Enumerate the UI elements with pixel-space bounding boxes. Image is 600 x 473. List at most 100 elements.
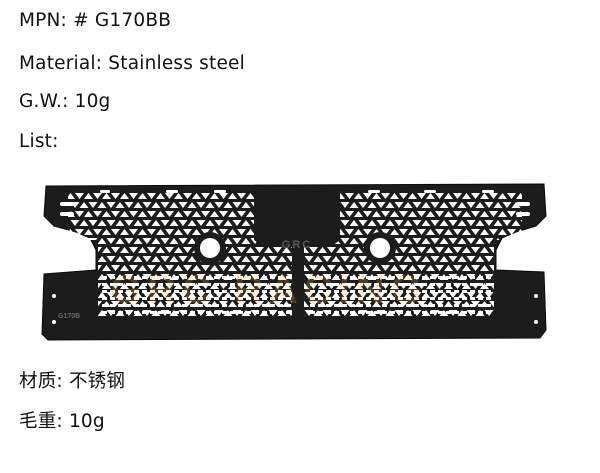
- mesh-cell: [183, 211, 192, 217]
- mesh-cell: [421, 202, 431, 208]
- mesh-cell: [417, 193, 426, 199]
- mesh-cell: [403, 292, 413, 298]
- mesh-cell: [354, 229, 363, 235]
- mesh-cell: [241, 202, 251, 208]
- mesh-cell: [264, 247, 273, 253]
- mesh-cell: [133, 292, 143, 298]
- mesh-cell: [133, 202, 143, 208]
- slot: [142, 304, 147, 307]
- mesh-cell: [151, 292, 161, 298]
- mesh-cell: [223, 220, 233, 226]
- mesh-cell: [205, 202, 215, 208]
- screw-holes: [52, 294, 538, 324]
- mesh-cell: [399, 265, 408, 271]
- slot: [110, 297, 115, 300]
- mesh-cell: [304, 274, 314, 280]
- slot: [182, 290, 187, 293]
- mesh-cell: [453, 265, 462, 271]
- slot: [254, 297, 259, 300]
- mesh-cell: [174, 229, 183, 235]
- mesh-cell: [115, 238, 125, 244]
- side-mount-slots: [60, 190, 530, 216]
- slot: [222, 297, 227, 300]
- mesh-cell: [156, 247, 165, 253]
- mesh-cell: [448, 202, 458, 208]
- mesh-cell: [111, 193, 120, 199]
- mesh-cell: [516, 193, 522, 199]
- mesh-cell: [192, 265, 201, 271]
- slot: [334, 283, 339, 286]
- mesh-cell: [520, 256, 522, 262]
- mesh-cell: [480, 229, 489, 235]
- mesh-cell: [219, 211, 228, 217]
- slot: [366, 283, 371, 286]
- slot: [446, 311, 451, 314]
- mesh-cell: [498, 229, 507, 235]
- mesh-cell: [106, 202, 116, 208]
- slot: [438, 290, 443, 293]
- mesh-cell: [421, 220, 431, 226]
- slot: [166, 304, 171, 307]
- slot: [230, 297, 235, 300]
- mesh-cell: [408, 265, 417, 271]
- mesh-cell: [124, 220, 134, 226]
- mesh-cell: [462, 265, 471, 271]
- slot: [142, 283, 147, 286]
- mesh-cell: [511, 238, 521, 244]
- mesh-cell: [124, 202, 134, 208]
- slot: [478, 304, 483, 307]
- mesh-cell: [268, 292, 278, 298]
- slot: [398, 283, 403, 286]
- slot: [270, 276, 275, 279]
- mesh-cell: [160, 202, 170, 208]
- mesh-cell: [97, 202, 107, 208]
- mesh-cell: [237, 247, 246, 253]
- mesh-cell: [417, 265, 426, 271]
- mesh-cell: [138, 265, 147, 271]
- mesh-cell: [241, 292, 251, 298]
- slot: [334, 276, 339, 279]
- mesh-cell: [169, 256, 179, 262]
- mesh-cell: [138, 247, 147, 253]
- mesh-cell: [340, 220, 350, 226]
- center-divider: [292, 240, 304, 318]
- mesh-cell: [223, 292, 233, 298]
- mesh-cell: [475, 220, 485, 226]
- mesh-cell: [453, 211, 462, 217]
- mesh-cell: [129, 247, 138, 253]
- mesh-cell: [75, 211, 84, 217]
- slot: [150, 290, 155, 293]
- mesh-cell: [426, 265, 435, 271]
- mesh-cell: [111, 229, 120, 235]
- mesh-cell: [457, 256, 467, 262]
- slot: [446, 276, 451, 279]
- slot: [262, 276, 267, 279]
- mesh-cell: [282, 247, 291, 253]
- slot: [166, 290, 171, 293]
- mesh-cell: [489, 211, 498, 217]
- mesh-cell: [250, 292, 260, 298]
- slot: [318, 290, 323, 293]
- slot: [486, 290, 491, 293]
- mesh-cell: [147, 193, 156, 199]
- slot: [270, 297, 275, 300]
- mesh-cell: [417, 301, 426, 307]
- mesh-cell: [412, 202, 422, 208]
- light-hole-left: [194, 232, 226, 264]
- mesh-cell: [484, 256, 494, 262]
- slot: [414, 276, 419, 279]
- slot: [366, 311, 371, 314]
- mesh-cell: [399, 229, 408, 235]
- mesh-cell: [309, 265, 318, 271]
- slot: [198, 311, 203, 314]
- mesh-cell: [403, 238, 413, 244]
- mesh-cell: [399, 211, 408, 217]
- mesh-cell: [138, 193, 147, 199]
- mesh-cell: [160, 274, 170, 280]
- slot: [270, 283, 275, 286]
- mesh-cell: [192, 193, 201, 199]
- mesh-cell: [444, 247, 453, 253]
- slot: [174, 283, 179, 286]
- mesh-cell: [511, 256, 521, 262]
- slot: [398, 297, 403, 300]
